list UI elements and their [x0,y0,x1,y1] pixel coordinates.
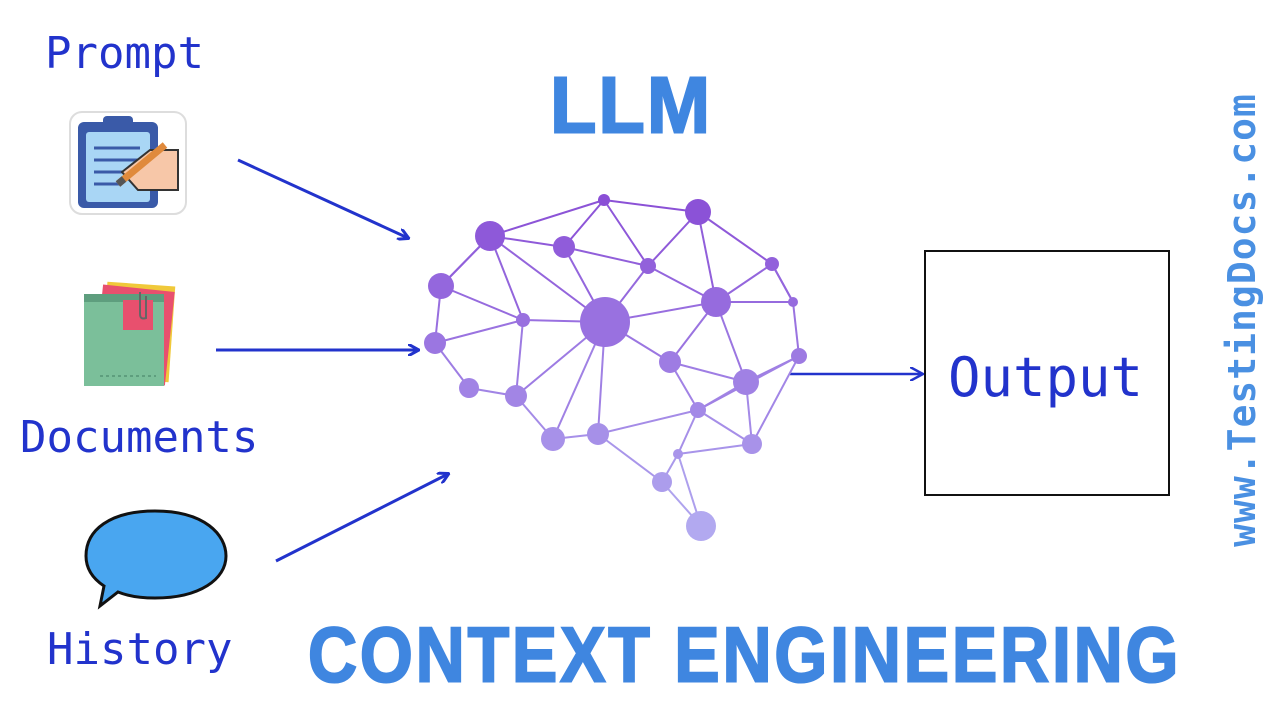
brain-edge [440,285,524,321]
speech-bubble-icon [84,509,228,610]
output-label: Output [948,346,1144,409]
brain-edge [677,409,699,455]
brain-node [553,236,575,258]
prompt-label: Prompt [45,28,204,79]
brain-node [541,427,565,451]
brain-node [733,369,759,395]
folder-notes-icon [84,281,176,386]
clipboard-pencil-icon [69,111,187,215]
brain-node [686,511,716,541]
brain-node [690,402,706,418]
brain-edge [597,409,699,435]
brain-edge [489,235,524,321]
brain-edge [434,319,524,344]
brain-node [659,351,681,373]
output-box [924,250,1170,496]
brain-edge [515,319,524,397]
brain-node [701,287,731,317]
brain-edge [597,433,663,483]
brain-node [598,194,610,206]
brain-edge [563,246,649,267]
brain-edge [697,211,773,265]
brain-node [580,297,630,347]
brain-edge [669,361,747,383]
brain-node [652,472,672,492]
brain-edge [697,409,753,445]
brain-network-icon [424,194,807,541]
brain-node [428,273,454,299]
brain-edge [603,199,699,213]
context-engineering-title: CONTEXT ENGINEERING [307,610,1182,699]
brain-node [424,332,446,354]
llm-title: LLM [549,60,713,151]
brain-edge [489,199,605,237]
prompt-arrow [237,158,408,238]
brain-node [765,257,779,271]
brain-node [516,313,530,327]
watermark-url: www.TestingDocs.com [1220,93,1264,547]
history-label: History [47,624,233,675]
brain-edge [792,301,800,357]
brain-node [791,348,807,364]
brain-node [459,378,479,398]
brain-node [587,423,609,445]
brain-node [640,258,656,274]
brain-edge [751,355,800,445]
brain-node [788,297,798,307]
brain-edge [603,199,649,267]
brain-edge [677,443,753,455]
brain-edge [697,211,717,303]
brain-node [475,221,505,251]
documents-label: Documents [20,412,259,463]
history-arrow [275,474,448,563]
brain-node [742,434,762,454]
brain-node [505,385,527,407]
brain-node [685,199,711,225]
brain-node [673,449,683,459]
brain-edge [771,263,794,303]
